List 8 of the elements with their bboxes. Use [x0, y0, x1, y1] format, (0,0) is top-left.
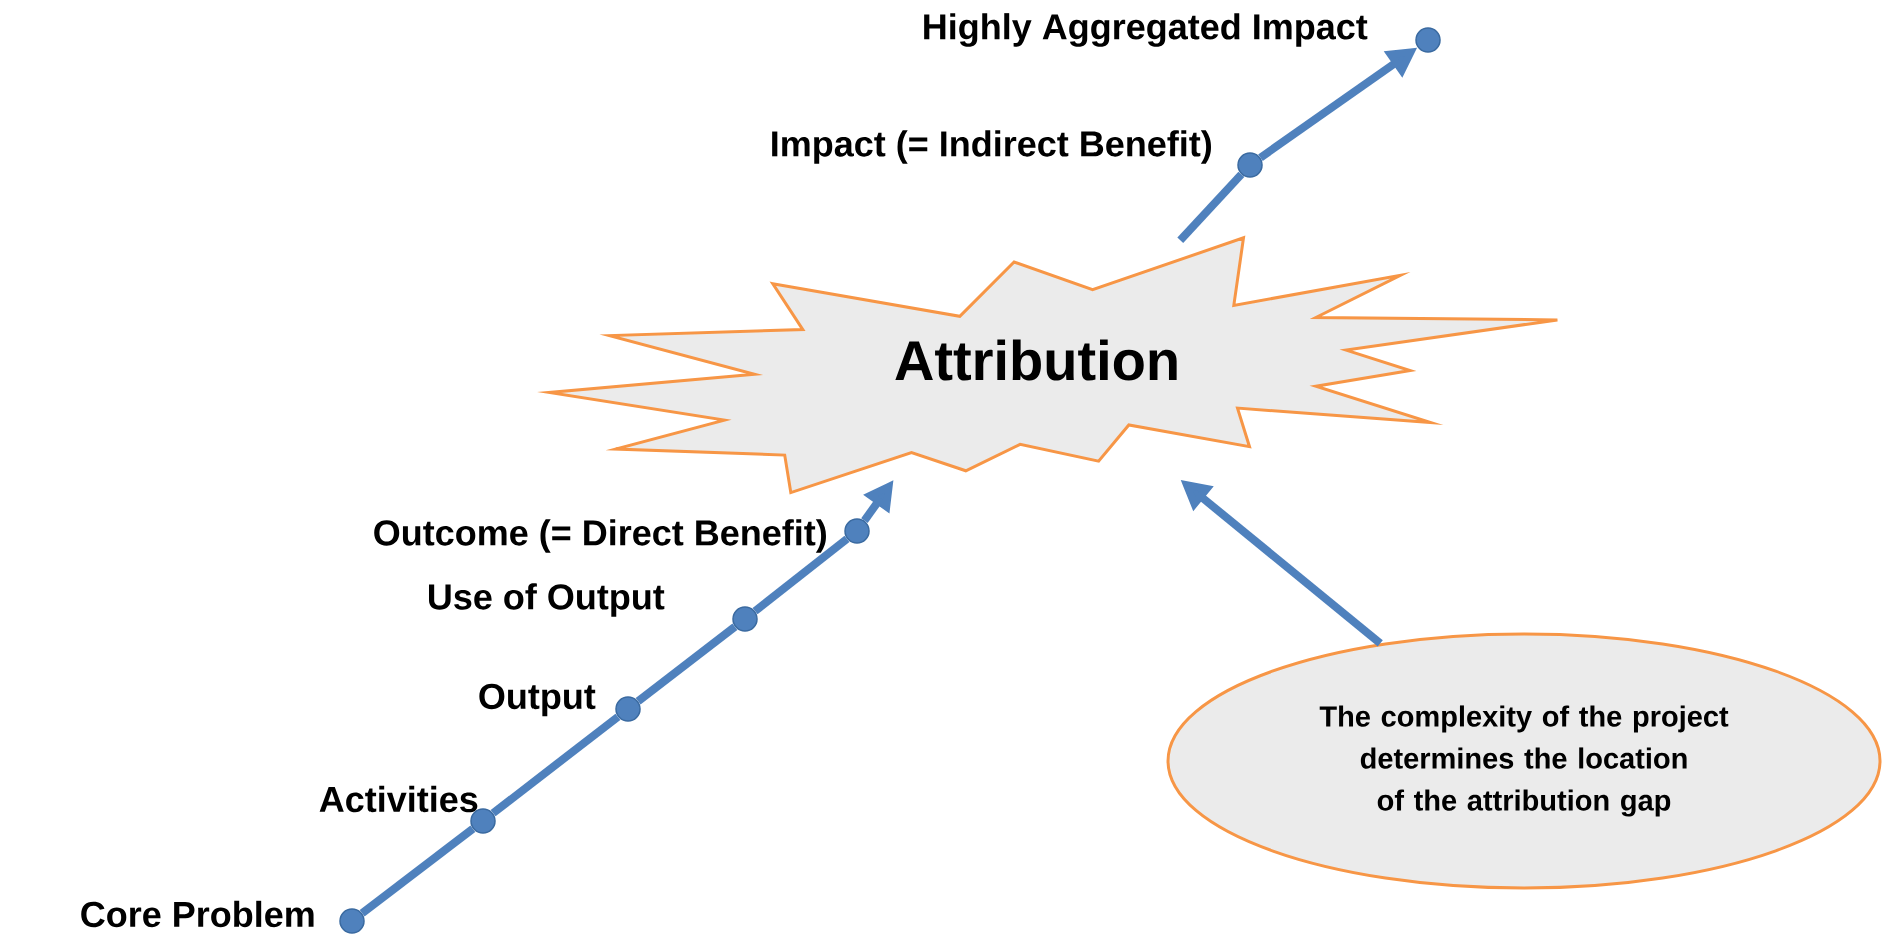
stage-label: Use of Output: [429, 583, 665, 617]
stage-label: Core Problem: [81, 900, 314, 928]
starburst: Attribution: [537, 235, 1559, 495]
stage-label: Output: [479, 683, 596, 717]
stage-label: Activities: [319, 785, 478, 813]
stage-label: Outcome (= Direct Benefit): [374, 519, 826, 553]
stage-label: Highly Aggregated Impact: [924, 13, 1368, 47]
stage-label: Impact (= Indirect Benefit): [772, 130, 1211, 164]
